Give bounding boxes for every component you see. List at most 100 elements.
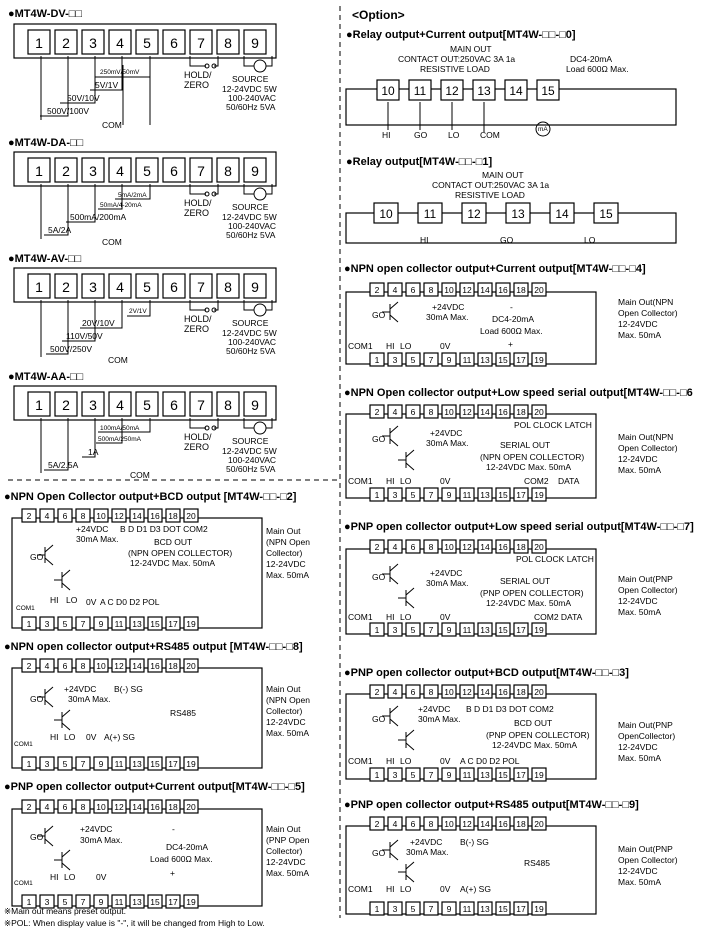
terminal-number: 7 <box>429 904 434 914</box>
terminal-number: 2 <box>375 687 380 697</box>
terminal-number: 20 <box>186 802 196 812</box>
terminal-number: 13 <box>132 619 142 629</box>
terminal-number: 3 <box>393 355 398 365</box>
terminal-number: 9 <box>99 619 104 629</box>
ns-hi: HI <box>386 476 395 486</box>
footnote-main-out: ※Main out means preset output. <box>4 906 126 916</box>
nc-load: Load 600Ω Max. <box>480 326 543 336</box>
terminal-number: 5 <box>63 897 68 907</box>
terminal-number: 20 <box>186 661 196 671</box>
terminal-cell <box>459 404 475 419</box>
hold-zero-label: ZERO <box>184 208 209 218</box>
terminal-cell <box>405 816 421 831</box>
terminal-cell <box>369 622 385 637</box>
terminal-cell <box>531 901 547 916</box>
terminal-number: 4 <box>116 35 124 51</box>
power-source-label: 100-240VAC <box>228 337 276 347</box>
pnp-current-dc: DC4-20mA <box>166 842 208 852</box>
terminal-cell <box>54 157 78 183</box>
terminal-number: 19 <box>186 619 196 629</box>
terminal-number: 11 <box>463 355 472 365</box>
rc-main: MAIN OUT <box>450 44 492 54</box>
power-source-label: 50/60Hz 5VA <box>226 464 276 474</box>
nc-plus: + <box>508 339 513 349</box>
terminal-cell <box>369 901 385 916</box>
terminal-cell <box>81 391 105 417</box>
pr-side-1: Main Out(PNP <box>618 844 673 854</box>
terminal-cell <box>27 29 51 55</box>
npn-bcd-side-1: Main Out <box>266 526 301 536</box>
terminal-cell <box>531 539 547 554</box>
pnp-current-hi: HI <box>50 872 59 882</box>
pnp-current-go: GO <box>30 832 44 842</box>
terminal-number: 6 <box>411 285 416 295</box>
ns-mx: 12-24VDC Max. 50mA <box>486 462 571 472</box>
ps-side-1: Main Out(PNP <box>618 574 673 584</box>
terminal-cell <box>216 391 240 417</box>
da-range-2: 50mA/4-20mA <box>100 202 142 209</box>
terminal-cell <box>108 391 132 417</box>
terminal-cell <box>369 404 385 419</box>
terminal-number: 6 <box>170 163 178 179</box>
terminal-number: 19 <box>534 904 544 914</box>
terminal-cell <box>39 894 55 909</box>
terminal-number: 20 <box>534 687 544 697</box>
ps-ma30: 30mA Max. <box>426 578 469 588</box>
terminal-number: 17 <box>168 619 178 629</box>
pb-oc: (PNP OPEN COLLECTOR) <box>486 730 590 740</box>
r-lo: LO <box>584 235 596 245</box>
ns-data: DATA <box>558 476 580 486</box>
hold-zero-label: ZERO <box>184 324 209 334</box>
terminal-cell <box>513 404 529 419</box>
terminal-number: 16 <box>498 819 508 829</box>
aa-com-label: COM <box>130 470 150 480</box>
terminal-number: 3 <box>393 625 398 635</box>
terminal-number: 6 <box>411 407 416 417</box>
terminal-cell <box>189 391 213 417</box>
rc-lo: LO <box>448 130 460 140</box>
terminal-number: 15 <box>541 84 555 98</box>
terminal-number: 9 <box>447 490 452 500</box>
terminal-number: 4 <box>116 163 124 179</box>
terminal-number: 4 <box>116 279 124 295</box>
terminal-number: 3 <box>393 770 398 780</box>
terminal-number: 18 <box>516 407 526 417</box>
terminal-number: 8 <box>429 687 434 697</box>
npn-bcd-section: ●NPN Open Collector output+BCD output [M… <box>4 491 310 631</box>
npn-rs485-ma30: 30mA Max. <box>68 694 111 704</box>
pb-bcd: BCD OUT <box>514 718 552 728</box>
pnp-current-title: ●PNP open collector output+Current outpu… <box>4 781 305 793</box>
relay-current-section: ●Relay output+Current output[MT4W-□□-□0]… <box>345 29 677 140</box>
terminal-number: 19 <box>534 490 544 500</box>
npn-serial-section: ●NPN Open collector output+Low speed ser… <box>344 387 693 502</box>
hold-zero-label: ZERO <box>184 442 209 452</box>
aa-range-4: 5A/2.5A <box>48 460 79 470</box>
pb-bot: A C D0 D2 POL <box>460 756 520 766</box>
pr-side-4: Max. 50mA <box>618 877 661 887</box>
power-source-label: 12-24VDC 5W <box>222 446 277 456</box>
terminal-number: 12 <box>445 84 459 98</box>
pr-com1: COM1 <box>348 884 373 894</box>
terminal-number: 17 <box>516 904 526 914</box>
terminal-cell <box>495 767 511 782</box>
relay-section: ●Relay output[MT4W-□□-□1] MAIN OUT CONTA… <box>345 156 677 245</box>
power-source-label: SOURCE <box>232 202 269 212</box>
terminal-cell <box>459 282 475 297</box>
terminal-number: 6 <box>411 819 416 829</box>
terminal-number: 1 <box>35 163 43 179</box>
terminal-cell <box>147 658 163 673</box>
ps-mx: 12-24VDC Max. 50mA <box>486 598 571 608</box>
rc-com: COM <box>480 130 500 140</box>
terminal-number: 9 <box>447 625 452 635</box>
terminal-number: 10 <box>444 285 454 295</box>
terminal-cell <box>93 756 109 771</box>
pb-side-3: 12-24VDC <box>618 742 658 752</box>
terminal-cell <box>129 799 145 814</box>
terminal-cell <box>477 684 493 699</box>
terminal-number: 18 <box>168 802 178 812</box>
nc-ma30: 30mA Max. <box>426 312 469 322</box>
terminal-cell <box>135 29 159 55</box>
pnp-rs485-section: ●PNP open collector output+RS485 output[… <box>344 799 678 916</box>
